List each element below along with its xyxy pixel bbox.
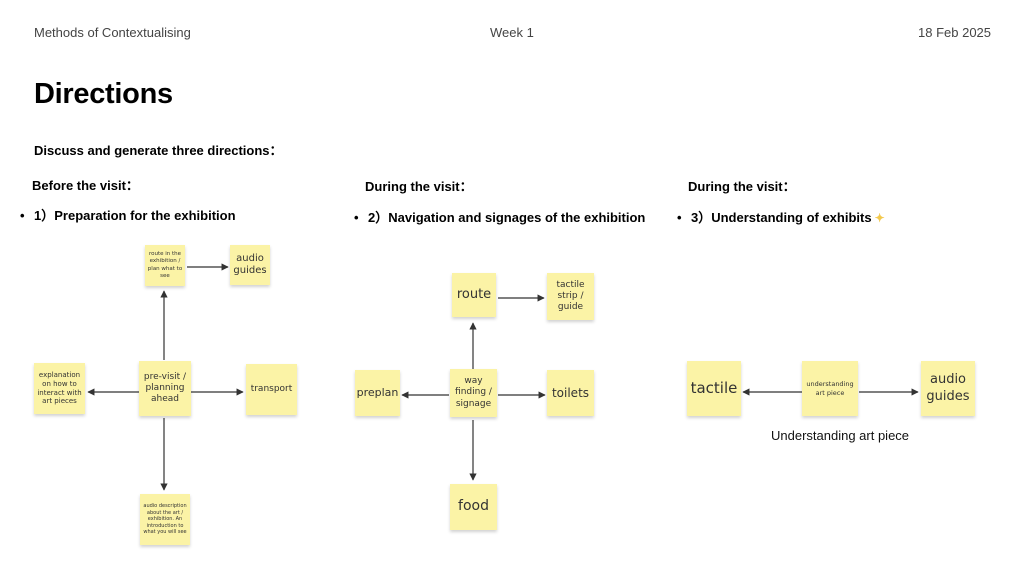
note-tactile: tactile	[687, 361, 741, 416]
note-way-finding: way finding / signage	[450, 369, 497, 417]
note-transport: transport	[246, 364, 297, 415]
section-2-bullet: •2）Navigation and signages of the exhibi…	[354, 210, 646, 225]
note-route-plan: route in the exhibition / plan what to s…	[145, 245, 185, 286]
sparkle-icon: ✦	[874, 211, 885, 225]
note-route: route	[452, 273, 496, 317]
page-subtitle: Discuss and generate three directions：	[34, 143, 283, 158]
section-3-bullet: •3）Understanding of exhibits✦	[677, 210, 885, 225]
note-tactile-strip: tactile strip / guide	[547, 273, 594, 320]
section-2-heading: During the visit：	[365, 179, 473, 194]
note-audio-guides-1: audio guides	[230, 245, 270, 285]
note-toilets: toilets	[547, 370, 594, 416]
note-audio-description: audio description about the art / exhibi…	[140, 494, 190, 545]
date-label: 18 Feb 2025	[918, 25, 992, 40]
section-1-bullet: •1）Preparation for the exhibition	[20, 208, 236, 223]
diagram-3-caption: Understanding art piece	[771, 428, 910, 443]
course-name: Methods of Contextualising	[34, 25, 191, 40]
note-audio-guides-3: audio guides	[921, 361, 975, 416]
section-1-heading: Before the visit：	[32, 178, 139, 193]
note-understanding-art: understanding art piece	[802, 361, 858, 416]
note-explanation: explanation on how to interact with art …	[34, 363, 85, 414]
note-preplan: preplan	[355, 370, 400, 416]
week-label: Week 1	[490, 25, 534, 40]
note-food: food	[450, 484, 497, 530]
note-previsit: pre-visit / planning ahead	[139, 361, 191, 416]
page-title: Directions	[34, 78, 173, 110]
section-3-heading: During the visit：	[688, 179, 796, 194]
